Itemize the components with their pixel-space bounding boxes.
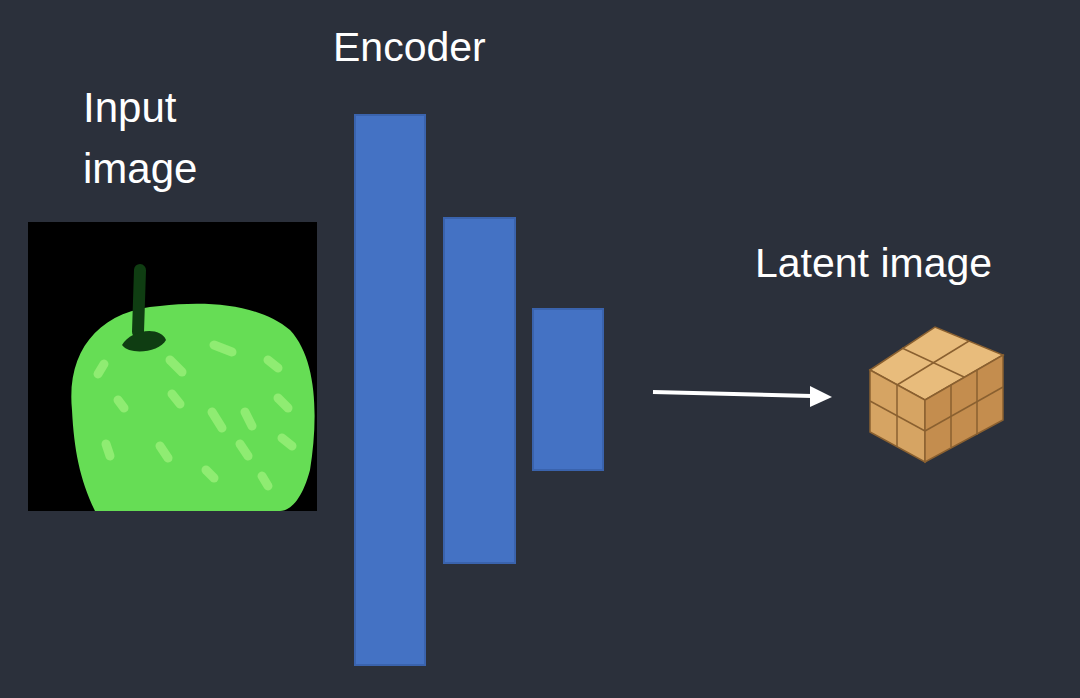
encoder-bars	[355, 115, 603, 665]
text-label: Latent image	[755, 234, 992, 293]
text-label: Encoder	[333, 18, 486, 77]
latent-cube	[870, 327, 1003, 462]
text-label: Input image	[83, 78, 253, 200]
input-picture	[28, 222, 317, 511]
arrow	[653, 386, 832, 407]
